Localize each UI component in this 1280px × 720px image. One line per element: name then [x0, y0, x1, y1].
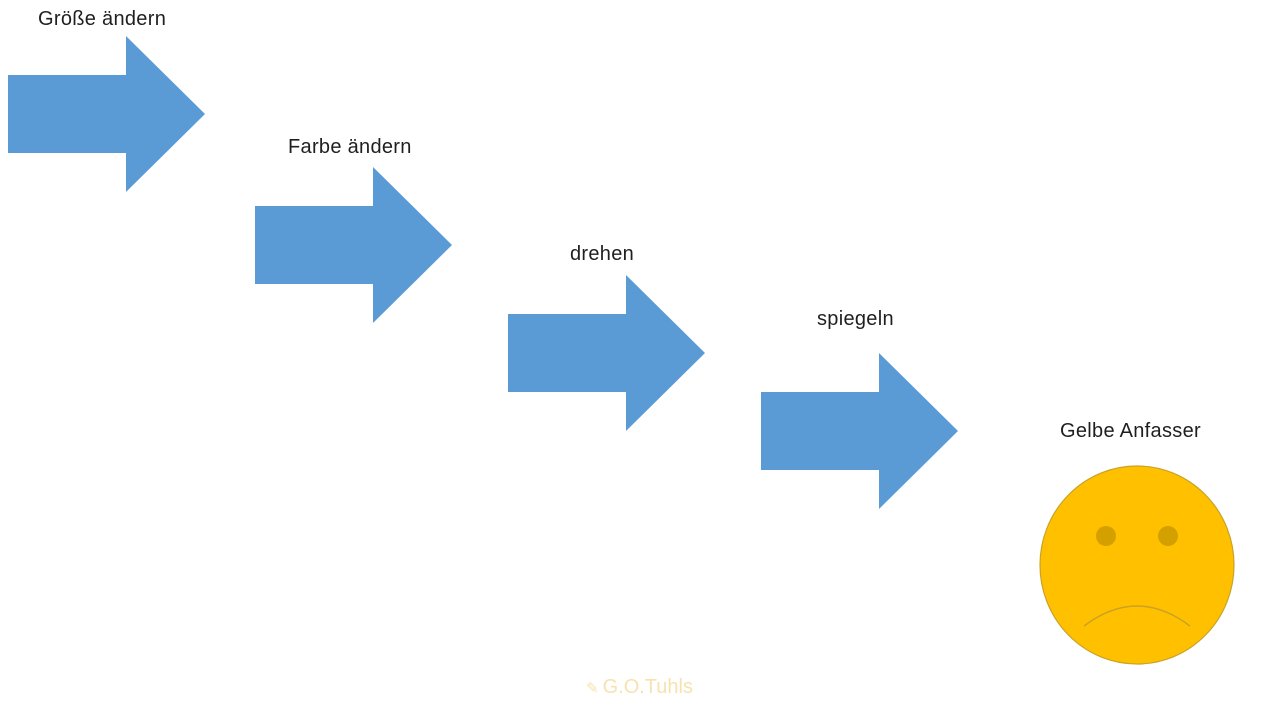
left-eye	[1096, 526, 1116, 546]
arrow-resize	[8, 36, 205, 192]
watermark-text: G.O.Tuhls	[602, 676, 693, 698]
step-label-mirror: spiegeln	[817, 308, 894, 330]
pencil-icon: ✎	[586, 680, 599, 697]
step-label-color: Farbe ändern	[288, 136, 412, 158]
mouth	[1083, 605, 1191, 627]
arrow-rotate	[508, 275, 705, 431]
right-eye	[1158, 526, 1178, 546]
sad-face-icon	[1039, 465, 1235, 665]
arrow-mirror	[761, 353, 958, 509]
watermark: ✎G.O.Tuhls	[586, 676, 693, 699]
face-circle	[1039, 465, 1235, 665]
arrow-color	[255, 167, 452, 323]
step-label-resize: Größe ändern	[38, 8, 167, 30]
step-label-rotate: drehen	[570, 243, 635, 265]
final-label: Gelbe Anfasser	[1060, 420, 1201, 442]
